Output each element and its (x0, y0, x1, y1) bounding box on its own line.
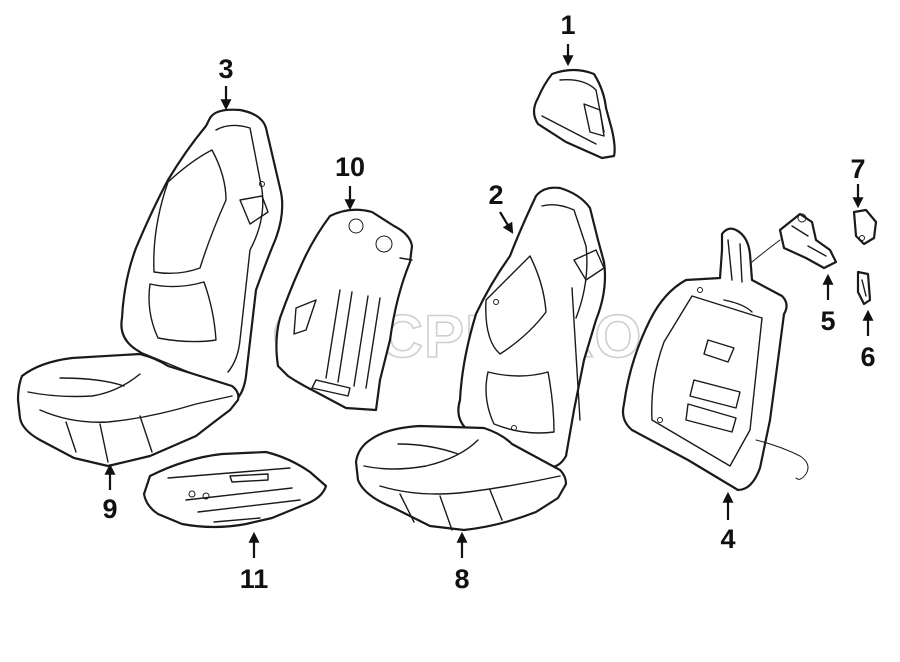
part-seat-cushion-left[interactable] (16, 352, 240, 468)
callout-5: 5 (820, 306, 835, 336)
part-cushion-pad[interactable] (142, 450, 328, 529)
callout-arrows (104, 44, 874, 558)
arrow-2 (499, 211, 514, 234)
part-seat-cushion-cover[interactable] (354, 424, 568, 532)
callout-2: 2 (488, 180, 503, 210)
callout-4: 4 (720, 524, 735, 554)
part-seat-back-cover[interactable] (457, 186, 607, 468)
part-headrest[interactable] (532, 68, 616, 160)
callout-10: 10 (335, 152, 365, 182)
part-wiring-harness[interactable] (751, 212, 838, 270)
callout-3: 3 (218, 54, 233, 84)
callout-7: 7 (850, 154, 865, 184)
part-seat-back-frame[interactable] (621, 227, 809, 492)
callout-1: 1 (560, 10, 575, 40)
part-clip[interactable] (856, 270, 872, 306)
part-seat-back-pad[interactable] (275, 208, 414, 412)
callout-9: 9 (102, 494, 117, 524)
callout-labels: 1 2 3 4 5 6 7 8 9 10 11 (102, 10, 875, 594)
callout-6: 6 (860, 342, 875, 372)
part-bracket[interactable] (852, 208, 878, 246)
callout-11: 11 (240, 564, 269, 594)
callout-8: 8 (454, 564, 469, 594)
